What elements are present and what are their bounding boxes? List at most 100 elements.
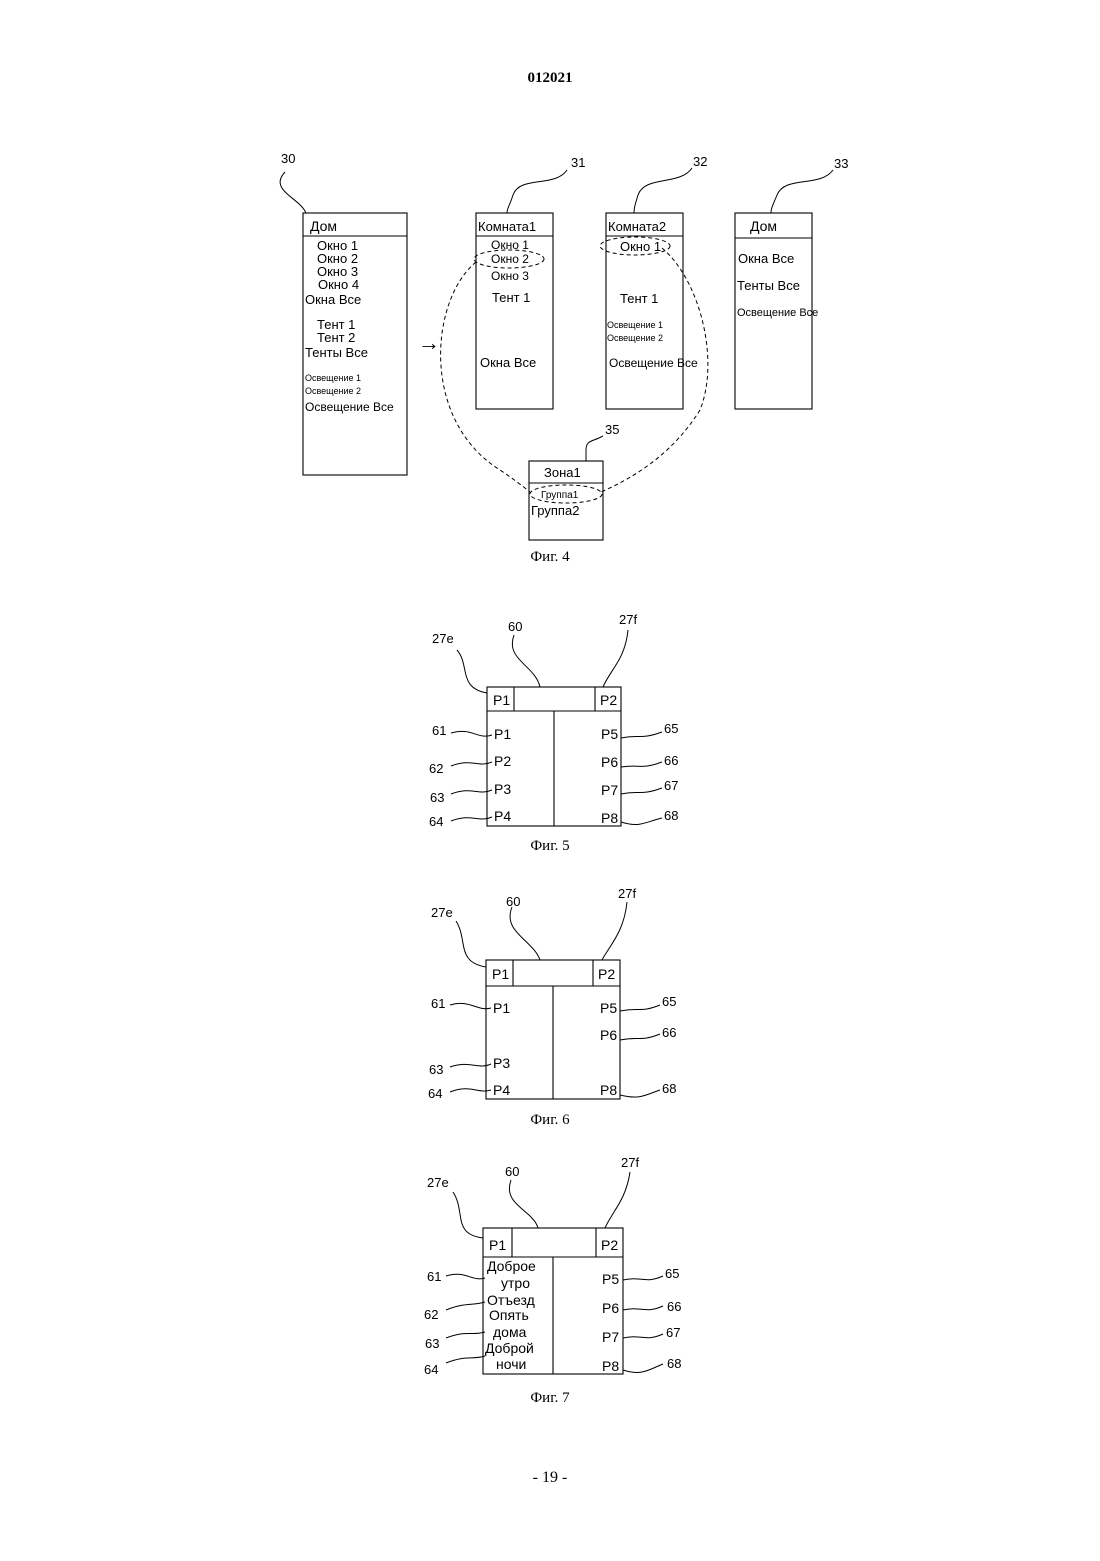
ref-66: 66: [662, 1025, 676, 1040]
ref-66: 66: [664, 753, 678, 768]
ref-60: 60: [506, 894, 520, 909]
scene-label: Отъезд: [487, 1292, 535, 1308]
ref-27e: 27e: [431, 905, 453, 920]
left-key-label: P4: [494, 808, 511, 824]
ref-68: 68: [667, 1356, 681, 1371]
ref-64: 64: [424, 1362, 438, 1377]
scene-label: утро: [501, 1275, 530, 1291]
scene-label: Опять: [489, 1307, 529, 1323]
figure-5: P1 P2 P1 P2 P3 P4 P5 P6 P7 P8 27e 60 27f…: [429, 612, 678, 854]
left-key-label: P1: [494, 726, 511, 742]
house-summary-item: Освещение Все: [737, 307, 818, 319]
ref-61: 61: [427, 1269, 441, 1284]
ref-64: 64: [428, 1086, 442, 1101]
left-key-label: P3: [494, 781, 511, 797]
house-summary-panel: 33 Дом Окна Все Тенты Все Освещение Все: [735, 156, 848, 409]
right-key-label: P6: [602, 1300, 619, 1316]
house-item: Освещение 2: [305, 386, 361, 396]
house-item: Освещение 1: [305, 373, 361, 383]
key-p1-label: P1: [489, 1237, 506, 1253]
ref-62: 62: [424, 1307, 438, 1322]
scene-label: Доброй: [485, 1340, 534, 1356]
ref-27e: 27e: [432, 631, 454, 646]
right-key-label: P7: [602, 1329, 619, 1345]
room2-title: Комната2: [608, 219, 666, 234]
key-p1-label: P1: [492, 966, 509, 982]
fig4-caption: Фиг. 4: [530, 549, 570, 565]
left-key-label: P1: [493, 1000, 510, 1016]
page-footer: - 19 -: [533, 1469, 568, 1486]
ref-64: 64: [429, 814, 443, 829]
zone-ref: 35: [605, 422, 619, 437]
ref-62: 62: [429, 761, 443, 776]
key-p2-label: P2: [598, 966, 615, 982]
ref-60: 60: [508, 619, 522, 634]
left-key-label: P2: [494, 753, 511, 769]
right-key-label: P6: [601, 754, 618, 770]
right-key-label: P7: [601, 782, 618, 798]
right-key-label: P5: [600, 1000, 617, 1016]
page-header: 012021: [528, 70, 573, 86]
ref-27f: 27f: [621, 1155, 639, 1170]
ref-65: 65: [662, 994, 676, 1009]
ref-63: 63: [425, 1336, 439, 1351]
fig5-caption: Фиг. 5: [530, 838, 569, 854]
ref-60: 60: [505, 1164, 519, 1179]
right-key-label: P5: [602, 1271, 619, 1287]
room1-item: Окно 3: [491, 269, 529, 283]
ref-67: 67: [666, 1325, 680, 1340]
room2-item: Окно 1: [620, 239, 661, 254]
ref-61: 61: [431, 996, 445, 1011]
zone-list-panel: 35 Зона1 Группа1 Группа2: [529, 422, 619, 540]
zone-item: Группа1: [541, 490, 579, 501]
ref-27f: 27f: [618, 886, 636, 901]
room2-item: Освещение 2: [607, 333, 663, 343]
house-item: Окно 4: [318, 277, 359, 292]
scene-label: дома: [493, 1324, 527, 1340]
house-list-title: Дом: [310, 218, 337, 234]
room1-list-panel: 31 Комната1 Окно 1 Окно 2 Окно 3 Тент 1 …: [474, 155, 585, 409]
right-key-label: P6: [600, 1027, 617, 1043]
room2-item: Тент 1: [620, 291, 658, 306]
house-summary-title: Дом: [750, 218, 777, 234]
ref-61: 61: [432, 723, 446, 738]
house-item: Тенты Все: [305, 345, 368, 360]
ref-67: 67: [664, 778, 678, 793]
scene-label: ночи: [496, 1356, 526, 1372]
right-key-label: P8: [602, 1358, 619, 1374]
house-list-ref: 30: [281, 151, 295, 166]
house-list-panel: 30 Дом Окно 1 Окно 2 Окно 3 Окно 4 Окна …: [280, 151, 407, 475]
scene-label: Доброе: [487, 1258, 536, 1274]
house-item: Тент 2: [317, 330, 355, 345]
fig6-caption: Фиг. 6: [530, 1112, 570, 1128]
house-item: Освещение Все: [305, 400, 394, 414]
house-summary-item: Окна Все: [738, 251, 794, 266]
right-key-label: P8: [600, 1082, 617, 1098]
room2-list-panel: 32 Комната2 Окно 1 Тент 1 Освещение 1 Ос…: [600, 154, 707, 409]
room1-item: Тент 1: [492, 290, 530, 305]
room1-ref: 31: [571, 155, 585, 170]
right-key-label: P5: [601, 726, 618, 742]
right-key-label: P8: [601, 810, 618, 826]
ref-63: 63: [429, 1062, 443, 1077]
house-item: Окна Все: [305, 292, 361, 307]
left-key-label: P4: [493, 1082, 510, 1098]
house-summary-ref: 33: [834, 156, 848, 171]
room1-item: Окна Все: [480, 355, 536, 370]
ref-65: 65: [664, 721, 678, 736]
ref-63: 63: [430, 790, 444, 805]
ref-27e: 27e: [427, 1175, 449, 1190]
zone-title: Зона1: [544, 465, 581, 480]
ref-66: 66: [667, 1299, 681, 1314]
figure-4: 30 Дом Окно 1 Окно 2 Окно 3 Окно 4 Окна …: [280, 151, 848, 565]
figure-7: P1 P2 Доброе утро Отъезд Опять дома Добр…: [424, 1155, 681, 1406]
arrow-right-icon: →: [418, 330, 440, 355]
fig7-caption: Фиг. 7: [530, 1390, 570, 1406]
left-key-label: P3: [493, 1055, 510, 1071]
house-summary-item: Тенты Все: [737, 278, 800, 293]
room1-title: Комната1: [478, 219, 536, 234]
room2-item: Освещение 1: [607, 320, 663, 330]
room2-item: Освещение Все: [609, 356, 698, 370]
